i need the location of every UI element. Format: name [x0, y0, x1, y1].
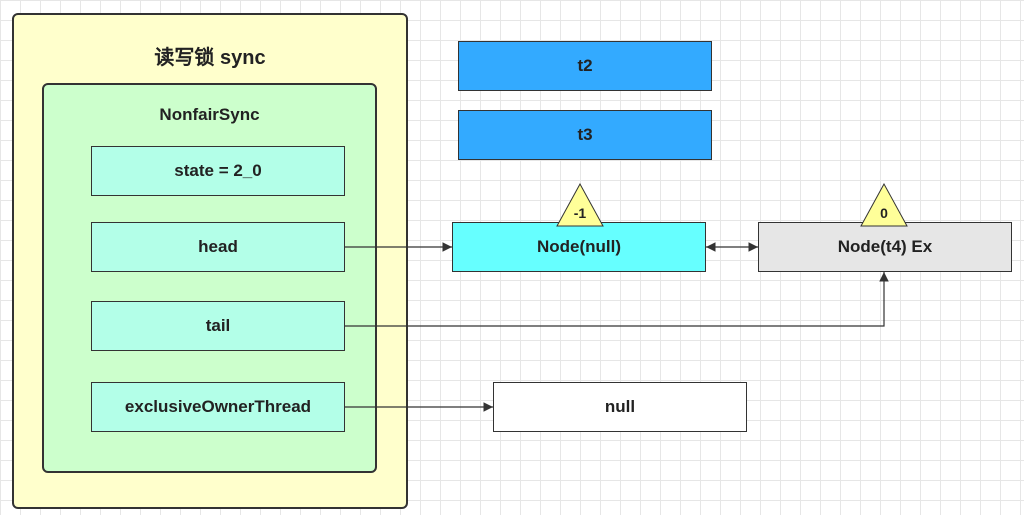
- head-field: head: [91, 222, 345, 272]
- thread-t3: t3: [458, 110, 712, 160]
- thread-t2: t2: [458, 41, 712, 91]
- tail-arrow: [345, 272, 889, 327]
- owner-thread-field: exclusiveOwnerThread: [91, 382, 345, 432]
- status-label-null: -1: [574, 205, 587, 221]
- status-label-t4: 0: [880, 205, 888, 221]
- status-triangle-t4: [860, 182, 908, 227]
- node-null: Node(null): [452, 222, 706, 272]
- status-triangle-null: [556, 182, 604, 227]
- nonfair-sync-title: NonfairSync: [159, 105, 260, 124]
- tail-field: tail: [91, 301, 345, 351]
- sync-title: 读写锁 sync: [154, 47, 266, 69]
- owner-null-value: null: [493, 382, 747, 432]
- node-t4: Node(t4) Ex: [758, 222, 1012, 272]
- state-field: state = 2_0: [91, 146, 345, 196]
